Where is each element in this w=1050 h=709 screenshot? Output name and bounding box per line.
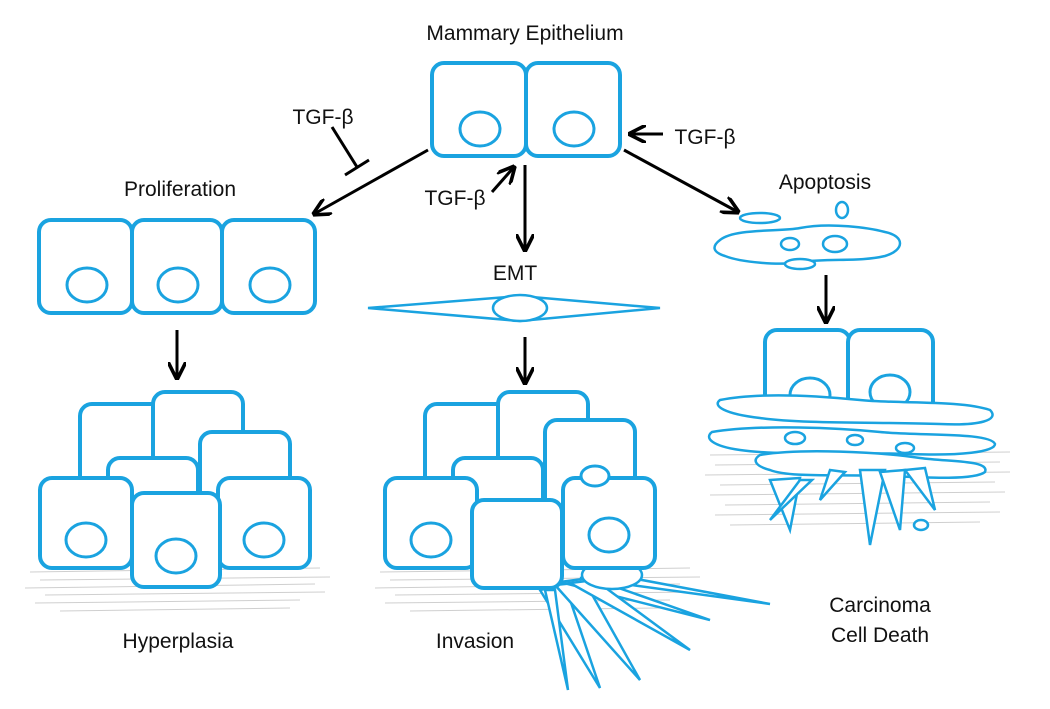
arrow-tgf-center (490, 167, 514, 193)
arrow-to-proliferation (314, 148, 429, 214)
title-label: Mammary Epithelium (426, 22, 623, 45)
emt-nucleus (491, 293, 549, 323)
tgf-left-label: TGF-β (292, 106, 353, 129)
cell-death-label: Cell Death (831, 624, 929, 647)
arrow-to-apoptosis (623, 148, 738, 212)
carcinoma-label: Carcinoma (829, 594, 931, 617)
apoptosis-label: Apoptosis (779, 171, 871, 194)
tgf-center-label: TGF-β (424, 187, 485, 210)
emt-label: EMT (493, 262, 538, 285)
epithelium-cells (430, 61, 622, 158)
epithelium-cell (524, 61, 622, 158)
arrows (177, 127, 826, 383)
proliferation-cells (37, 218, 317, 315)
hyperplasia-label: Hyperplasia (123, 630, 234, 653)
emt-cell (367, 293, 661, 323)
proliferation-label: Proliferation (124, 178, 236, 201)
inhibition-tgf-left (330, 126, 359, 168)
tgf-right-label: TGF-β (674, 126, 735, 149)
invasive-protrusions (537, 559, 771, 691)
invasion-label: Invasion (436, 630, 514, 653)
nucleus (552, 110, 596, 148)
invasion-cluster (383, 390, 657, 590)
hyperplasia-cluster (38, 390, 312, 589)
carcinoma-cluster (707, 328, 997, 546)
apoptotic-cell (713, 200, 902, 271)
inhibition-bar (344, 158, 370, 177)
nucleus (458, 110, 502, 148)
